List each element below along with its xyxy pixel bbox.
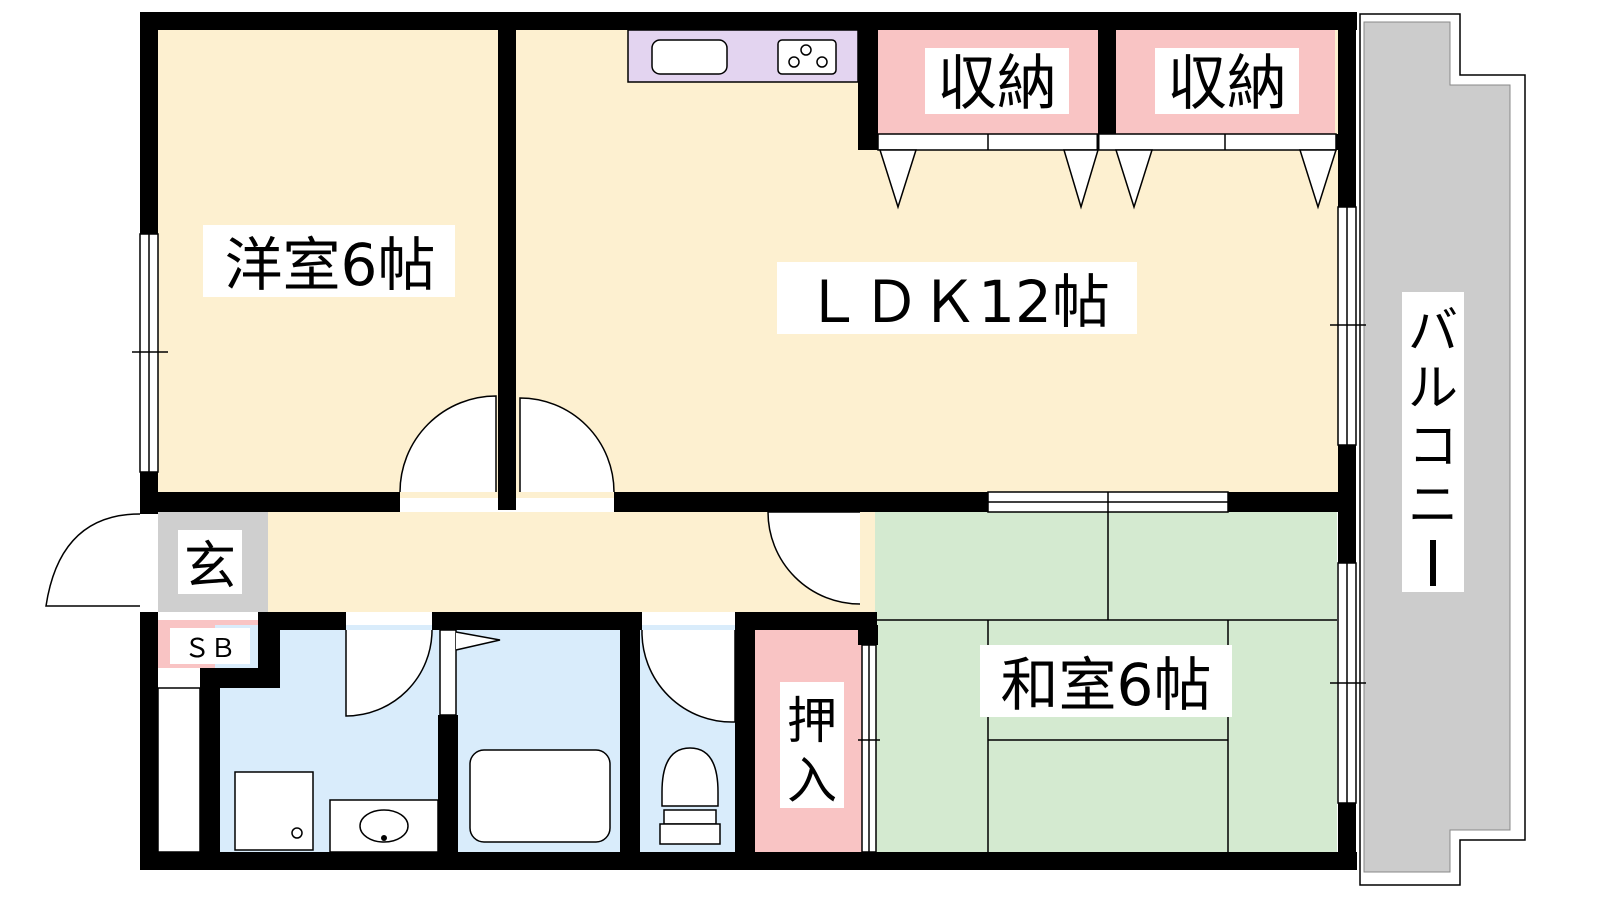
toilet-icon <box>659 747 721 845</box>
bathtub-icon <box>469 749 611 843</box>
balcony-label-3: コ <box>1408 417 1458 475</box>
entrance-label: 玄 <box>184 537 236 597</box>
closet-label-bottom: 入 <box>787 752 837 810</box>
door-japanese-room <box>767 511 861 605</box>
swing-doors <box>45 395 861 723</box>
door-washroom <box>345 629 433 717</box>
storage-2-label: 収納 <box>1167 49 1287 119</box>
japanese-room-label: 和室6帖 <box>1001 651 1212 719</box>
balcony-label-1: バ <box>1408 302 1458 360</box>
closet-label-top: 押 <box>787 692 837 750</box>
stove-icon <box>777 39 837 75</box>
tatami-lines <box>875 512 1337 855</box>
door-ldk <box>519 397 615 493</box>
door-toilet <box>641 629 736 723</box>
windows <box>132 206 1366 853</box>
kitchen-counter <box>627 29 859 83</box>
balcony-long-vowel-bar <box>1430 540 1436 586</box>
sink-icon <box>651 39 728 75</box>
label-backgrounds <box>170 48 1464 808</box>
washing-machine-icon <box>234 771 314 851</box>
balcony-label-4: ニ <box>1408 476 1458 534</box>
balcony-label-2: ル <box>1408 359 1458 417</box>
storage-doors <box>877 133 1338 210</box>
western-room-label: 洋室6帖 <box>225 231 436 299</box>
door-western-room <box>399 395 497 493</box>
ldk-label: ＬＤＫ12帖 <box>804 268 1110 336</box>
storage-1-label: 収納 <box>937 49 1057 119</box>
shoe-box-label: ＳＢ <box>184 634 236 664</box>
door-entrance <box>45 513 141 607</box>
